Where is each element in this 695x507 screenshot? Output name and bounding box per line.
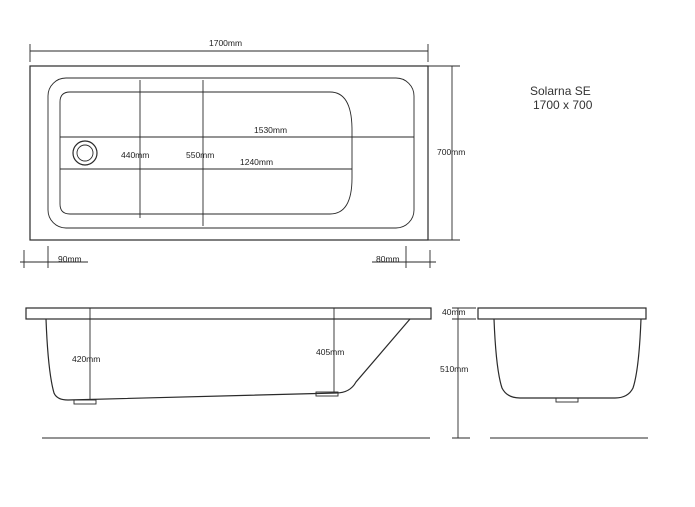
right-rim-label: 80mm (376, 254, 400, 264)
plan-view: 1700mm 1530mm 1240mm 440mm 550mm 700mm 9… (20, 38, 465, 268)
overall-length-label: 1700mm (209, 38, 242, 48)
waste-outlet (72, 140, 98, 166)
width-440-label: 440mm (121, 150, 149, 160)
inner-length-label: 1530mm (254, 125, 287, 135)
model-title: Solarna SE 1700 x 700 (530, 84, 593, 112)
overall-width-label: 700mm (437, 147, 465, 157)
left-rim-label: 90mm (58, 254, 82, 264)
end-body (493, 318, 642, 399)
outer-rim (29, 65, 429, 241)
side-view: 420mm 405mm (25, 307, 432, 439)
total-height-label: 510mm (440, 364, 468, 374)
height-right-label: 405mm (316, 347, 344, 357)
end-rim (477, 307, 647, 320)
inner-rim (47, 77, 415, 229)
side-body (45, 318, 411, 401)
end-rim-label: 40mm (442, 307, 466, 317)
side-rim (25, 307, 432, 320)
end-view: 40mm 510mm (440, 307, 648, 439)
basin-outline (59, 91, 353, 215)
width-550-label: 550mm (186, 150, 214, 160)
floor-length-label: 1240mm (240, 157, 273, 167)
model-name: Solarna SE (530, 84, 591, 98)
height-left-label: 420mm (72, 354, 100, 364)
model-size: 1700 x 700 (533, 98, 593, 112)
